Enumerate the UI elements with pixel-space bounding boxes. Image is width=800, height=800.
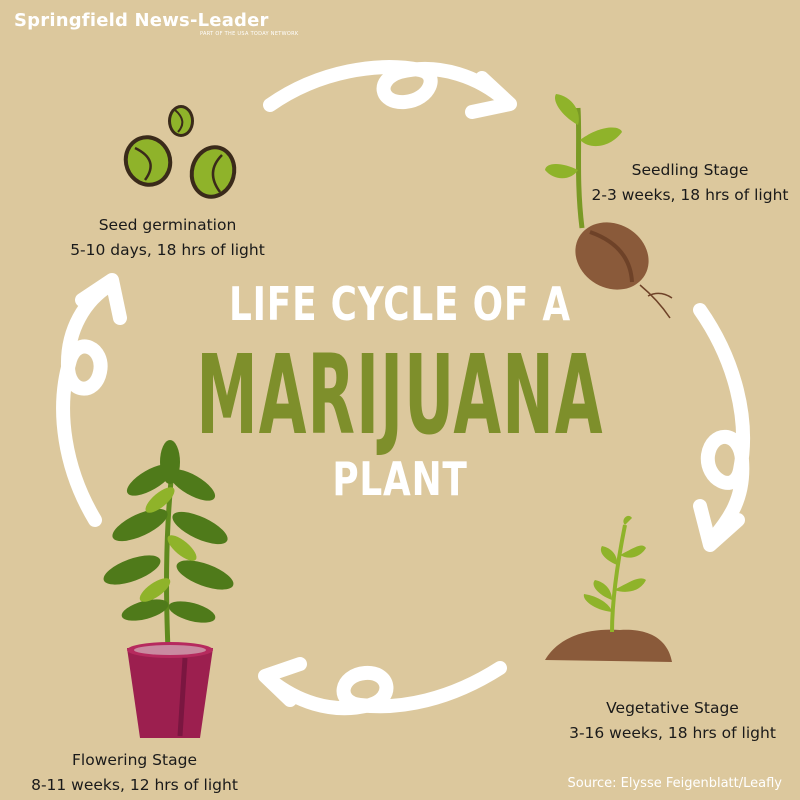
sprout-in-soil-icon bbox=[545, 515, 672, 662]
title-line-3: PLANT bbox=[332, 452, 468, 506]
source-credit: Source: Elysse Feigenblatt/Leafly bbox=[567, 776, 783, 791]
stage-name: Vegetative Stage bbox=[606, 699, 739, 717]
stage-detail: 2-3 weeks, 18 hrs of light bbox=[591, 186, 789, 204]
seeds-icon bbox=[123, 105, 237, 199]
stage-detail: 8-11 weeks, 12 hrs of light bbox=[31, 776, 238, 794]
cycle-arrow-top bbox=[263, 60, 512, 112]
cycle-arrow-right-head bbox=[693, 499, 745, 552]
potted-plant-icon bbox=[103, 440, 234, 738]
stage-name: Flowering Stage bbox=[72, 751, 197, 769]
stage-name: Seed germination bbox=[98, 216, 237, 234]
stage-detail: 5-10 days, 18 hrs of light bbox=[70, 241, 265, 259]
stage-detail: 3-16 weeks, 18 hrs of light bbox=[569, 724, 776, 742]
cycle-arrow-right bbox=[693, 303, 751, 547]
title-line-1: LIFE CYCLE OF A bbox=[229, 277, 571, 331]
stage-vegetative: Vegetative Stage 3-16 weeks, 18 hrs of l… bbox=[560, 696, 785, 746]
cycle-arrow-left bbox=[56, 278, 117, 527]
stage-seedling: Seedling Stage 2-3 weeks, 18 hrs of ligh… bbox=[580, 158, 800, 208]
brand-logo: Springfield News-Leader bbox=[14, 10, 269, 31]
cycle-arrow-bottom-head bbox=[258, 657, 307, 707]
cycle-arrow-top-head bbox=[465, 71, 517, 119]
title-line-2: MARIJUANA bbox=[196, 331, 604, 459]
stage-name: Seedling Stage bbox=[631, 161, 749, 179]
seedling-icon bbox=[545, 94, 673, 319]
cycle-arrow-icon bbox=[56, 60, 751, 716]
brand-tagline: PART OF THE USA TODAY NETWORK bbox=[200, 31, 299, 37]
cycle-arrow-left-head bbox=[75, 273, 127, 325]
stage-seed-germination: Seed germination 5-10 days, 18 hrs of li… bbox=[60, 213, 275, 263]
stage-flowering: Flowering Stage 8-11 weeks, 12 hrs of li… bbox=[22, 748, 247, 798]
cycle-arrow-bottom bbox=[263, 661, 507, 716]
